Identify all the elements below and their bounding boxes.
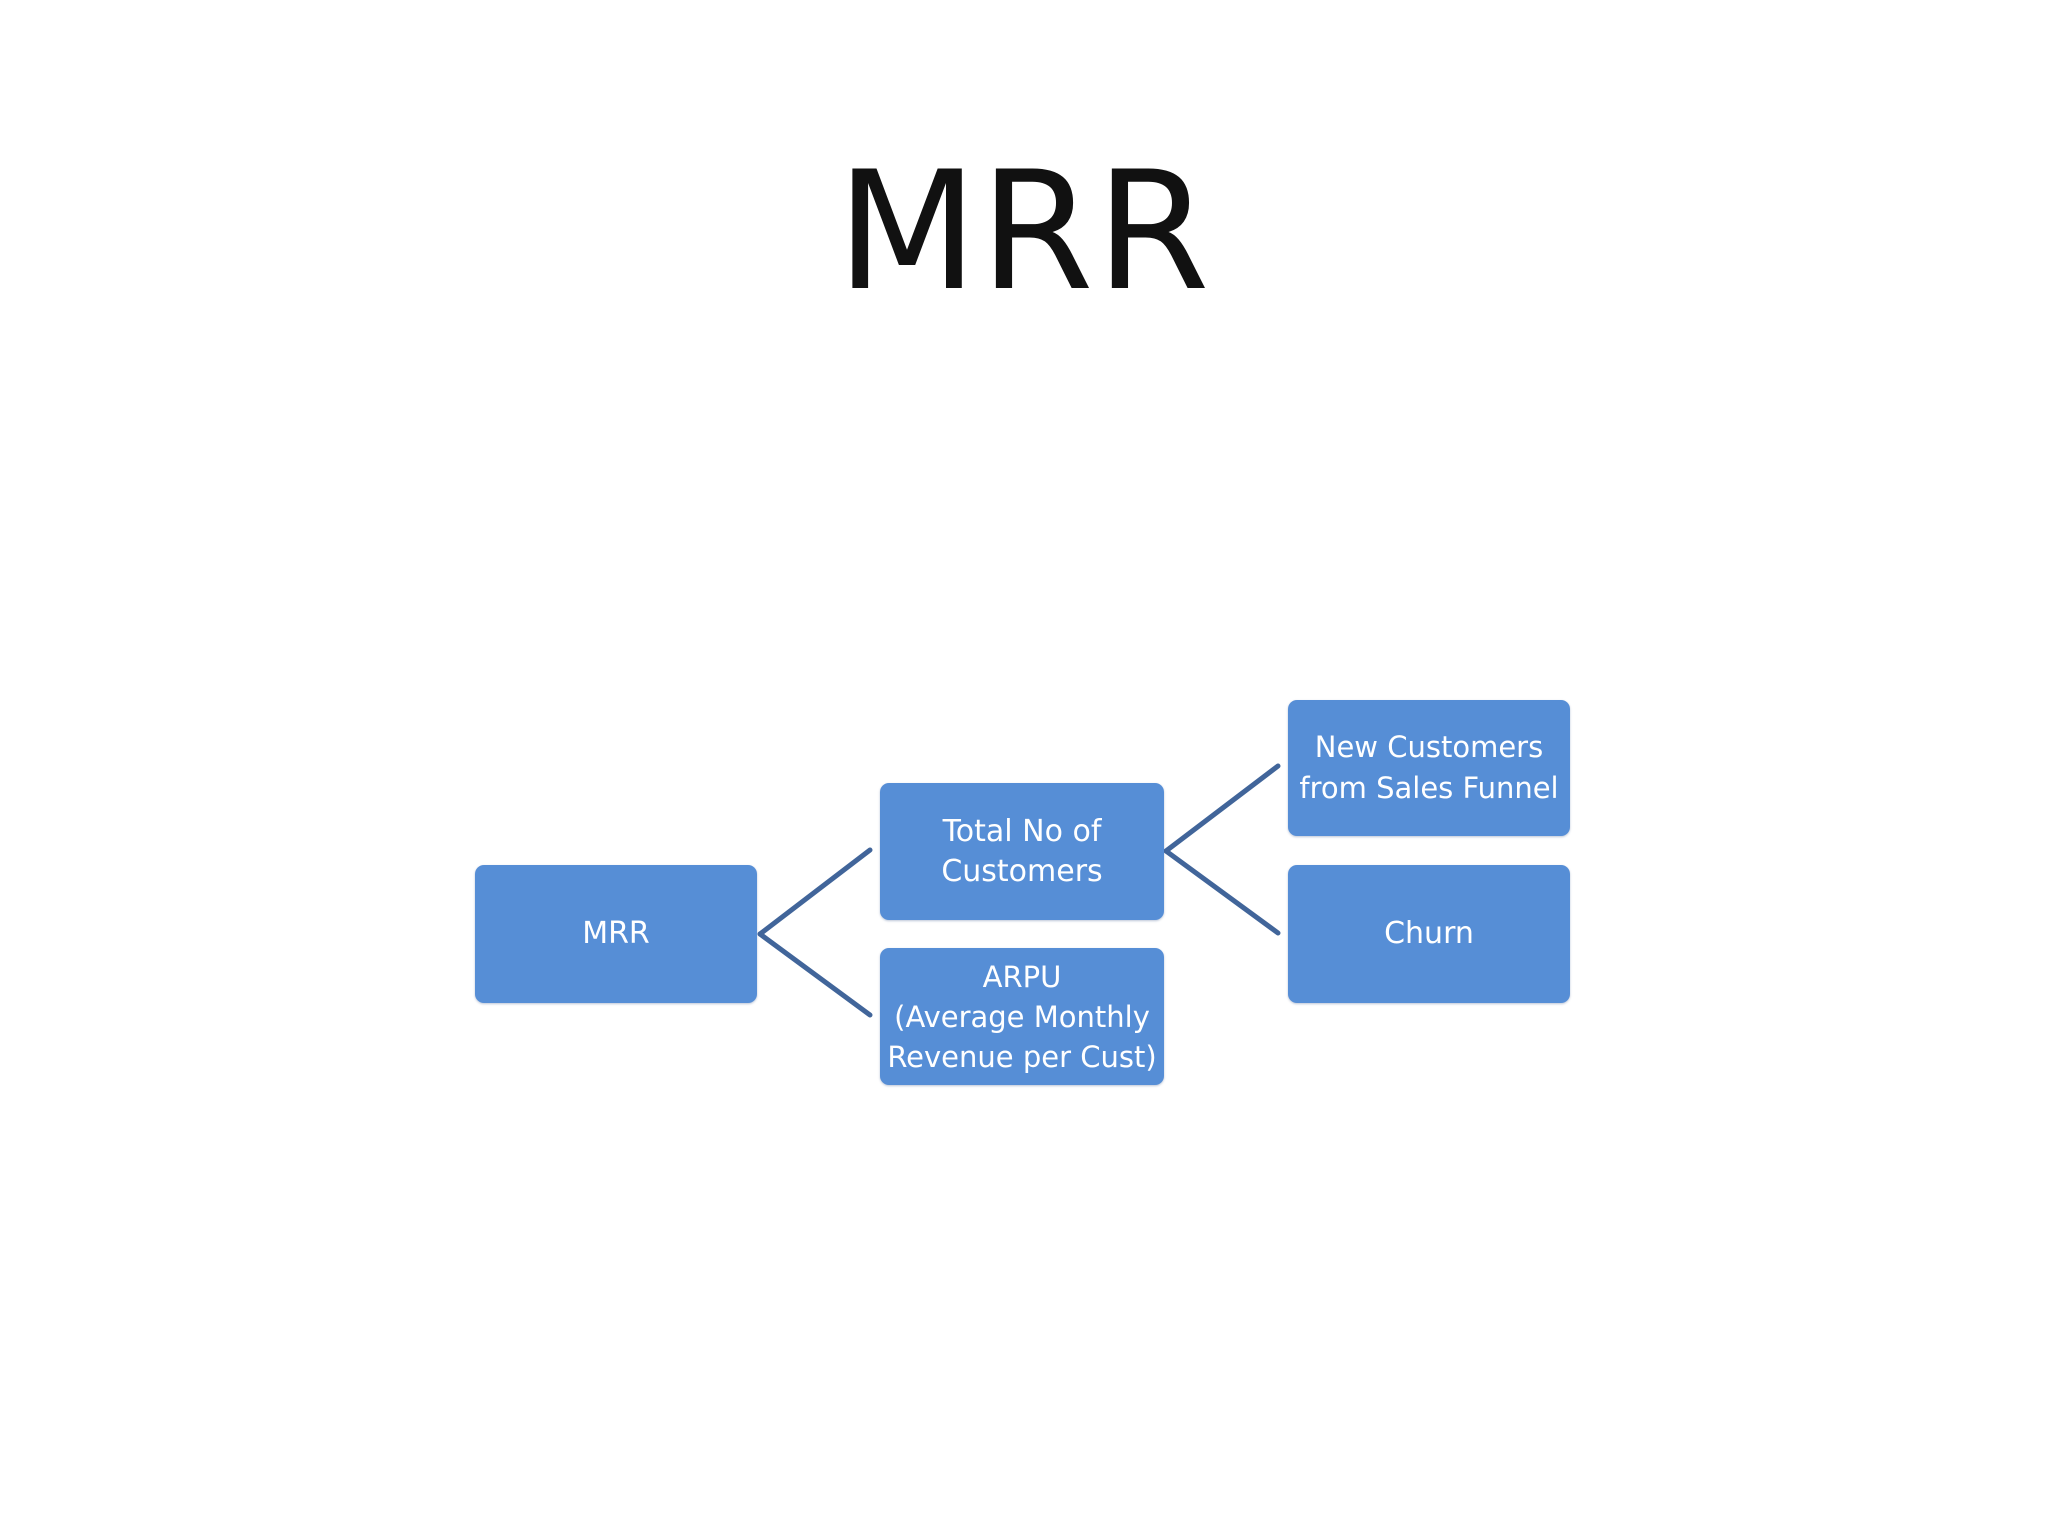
connector-mrr-to-arpu: [757, 931, 873, 1018]
connector-total-to-new: [1163, 763, 1281, 854]
node-mrr: MRR: [475, 865, 757, 1003]
node-total-customers: Total No of Customers: [880, 783, 1164, 920]
connector-total-to-churn: [1163, 848, 1281, 936]
node-churn: Churn: [1288, 865, 1570, 1003]
node-new-customers: New Customers from Sales Funnel: [1288, 700, 1570, 836]
node-arpu: ARPU (Average Monthly Revenue per Cust): [880, 948, 1164, 1085]
slide-title: MRR: [836, 136, 1212, 327]
connector-mrr-to-total: [757, 847, 873, 937]
